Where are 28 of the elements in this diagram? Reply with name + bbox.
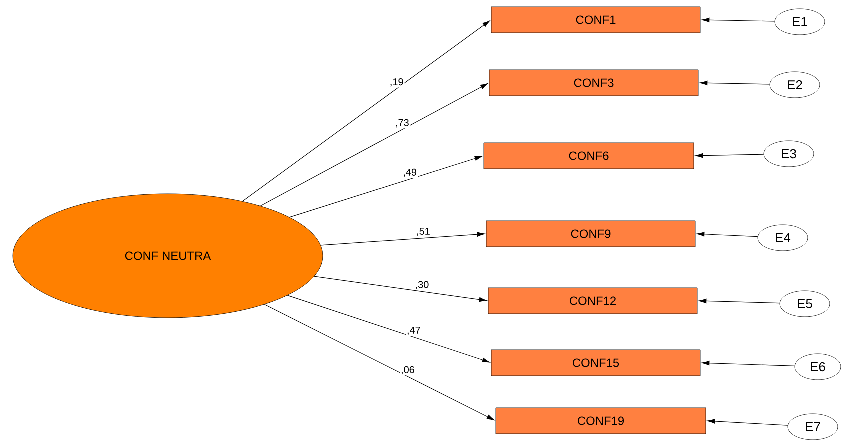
arrow <box>696 153 764 158</box>
observed-variable-box: CONF3 <box>489 70 699 96</box>
edge-label: ,51 <box>416 227 432 238</box>
arrow <box>260 83 488 206</box>
edge-label: ,19 <box>388 78 405 88</box>
arrow <box>242 20 490 202</box>
edge-label: ,06 <box>400 365 416 376</box>
arrow <box>314 276 487 302</box>
observed-variable-box: CONF15 <box>491 350 701 376</box>
edge-label: ,30 <box>414 280 430 291</box>
edge-label: ,47 <box>406 326 422 336</box>
arrow <box>320 232 485 246</box>
arrow <box>287 295 490 363</box>
arrow <box>702 18 776 22</box>
observed-variable-box: CONF6 <box>484 142 694 170</box>
arrow <box>699 298 780 304</box>
arrow <box>264 304 495 421</box>
edge-label: ,49 <box>402 168 418 178</box>
arrow <box>289 156 483 218</box>
arrow <box>697 232 758 238</box>
arrow <box>702 360 796 366</box>
edge-label: ,73 <box>394 118 410 129</box>
arrow <box>700 80 770 86</box>
observed-variable-box: CONF19 <box>496 408 706 434</box>
arrow <box>708 419 788 426</box>
observed-variable-box: CONF1 <box>491 6 701 34</box>
observed-variable-box: CONF9 <box>486 220 696 248</box>
observed-variable-box: CONF12 <box>488 288 698 314</box>
